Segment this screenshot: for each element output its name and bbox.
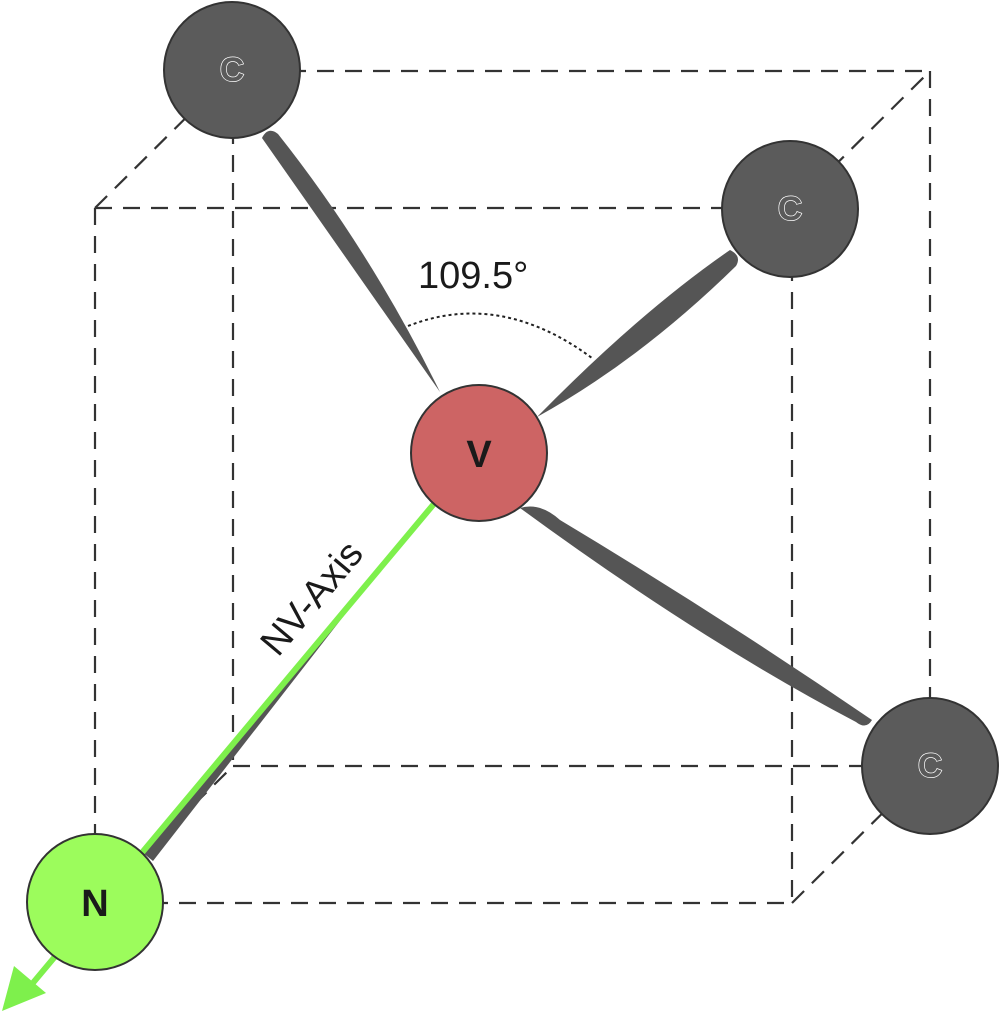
atom-carbon-right: C bbox=[721, 140, 859, 278]
carbon-sphere bbox=[861, 697, 999, 835]
carbon-label: C bbox=[918, 747, 943, 785]
carbon-sphere bbox=[163, 1, 301, 139]
nv-axis-arrowhead bbox=[2, 966, 46, 1011]
bond-v-c-right bbox=[537, 250, 738, 417]
carbon-label: C bbox=[778, 190, 803, 228]
cube-edges bbox=[93, 69, 932, 905]
atom-carbon-top-left: C bbox=[163, 1, 301, 139]
bond-angle-label: 109.5° bbox=[418, 255, 528, 297]
atom-vacancy: V bbox=[410, 384, 548, 522]
bond-v-c-top-left bbox=[262, 130, 440, 393]
carbon-label: C bbox=[220, 51, 245, 89]
cube-edge-depth-top-left bbox=[94, 70, 234, 209]
atom-nitrogen: N bbox=[26, 833, 164, 971]
cube-edge-depth-bottom-right bbox=[791, 765, 931, 904]
vacancy-sphere bbox=[410, 384, 548, 522]
atom-carbon-bottom-right: C bbox=[861, 697, 999, 835]
bond-v-c-bottom-right bbox=[520, 506, 872, 726]
vacancy-label: V bbox=[466, 434, 492, 476]
nitrogen-label: N bbox=[81, 883, 108, 925]
nitrogen-sphere bbox=[26, 833, 164, 971]
carbon-sphere bbox=[721, 140, 859, 278]
bond-angle-arc bbox=[407, 312, 593, 359]
